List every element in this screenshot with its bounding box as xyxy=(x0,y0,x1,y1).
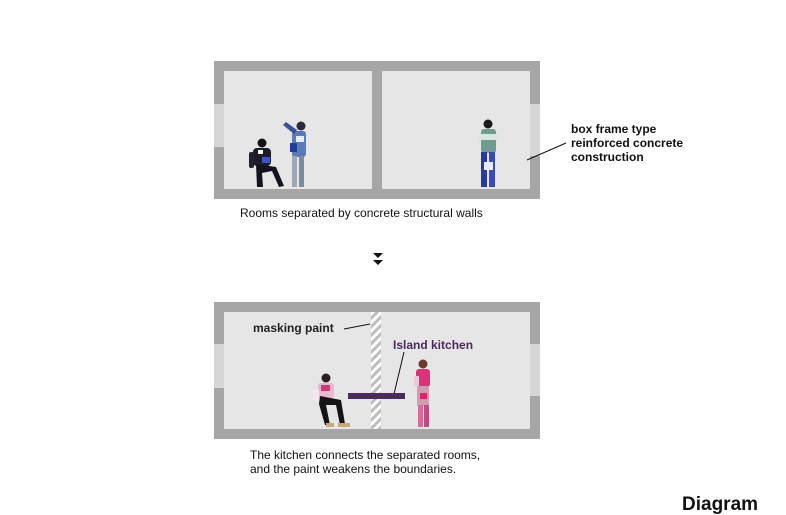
section-after xyxy=(214,302,540,439)
caption-after-line-1: The kitchen connects the separated rooms… xyxy=(250,448,481,462)
page-title: Diagram xyxy=(682,494,759,515)
person-sitting-top xyxy=(249,138,284,187)
top-left-opening xyxy=(214,104,224,147)
double-chevron-down-icon xyxy=(373,253,383,258)
top-room-left xyxy=(224,71,372,189)
person-standing-top-left xyxy=(283,121,306,187)
island-leader-line xyxy=(393,351,405,395)
caption-before: Rooms separated by concrete structural w… xyxy=(240,206,483,220)
island-kitchen-label: Island kitchen xyxy=(393,338,474,352)
construction-leader-line xyxy=(526,142,567,161)
caption-after-line-2: and the paint weakens the boundaries. xyxy=(250,462,457,476)
section-before xyxy=(214,61,567,199)
masking-leader-line xyxy=(343,323,371,330)
bottom-right-opening xyxy=(530,344,540,396)
masking-paint-label: masking paint xyxy=(253,321,334,335)
bottom-left-opening xyxy=(214,344,224,388)
transition-arrow xyxy=(373,253,383,265)
construction-label-line-3: construction xyxy=(571,150,644,164)
construction-label-line-1: box frame type xyxy=(571,122,657,136)
person-sitting-bottom xyxy=(313,373,350,427)
construction-label: box frame type reinforced concrete const… xyxy=(571,122,683,164)
masking-paint-wall xyxy=(371,312,381,429)
island-kitchen-counter xyxy=(348,393,405,399)
person-standing-bottom xyxy=(414,359,430,427)
construction-label-line-2: reinforced concrete xyxy=(571,136,684,150)
top-room-right xyxy=(382,71,530,189)
person-standing-top-right xyxy=(479,119,498,187)
top-right-opening xyxy=(530,104,540,156)
caption-after: The kitchen connects the separated rooms… xyxy=(250,448,480,476)
double-chevron-down-icon-lower xyxy=(373,260,383,265)
